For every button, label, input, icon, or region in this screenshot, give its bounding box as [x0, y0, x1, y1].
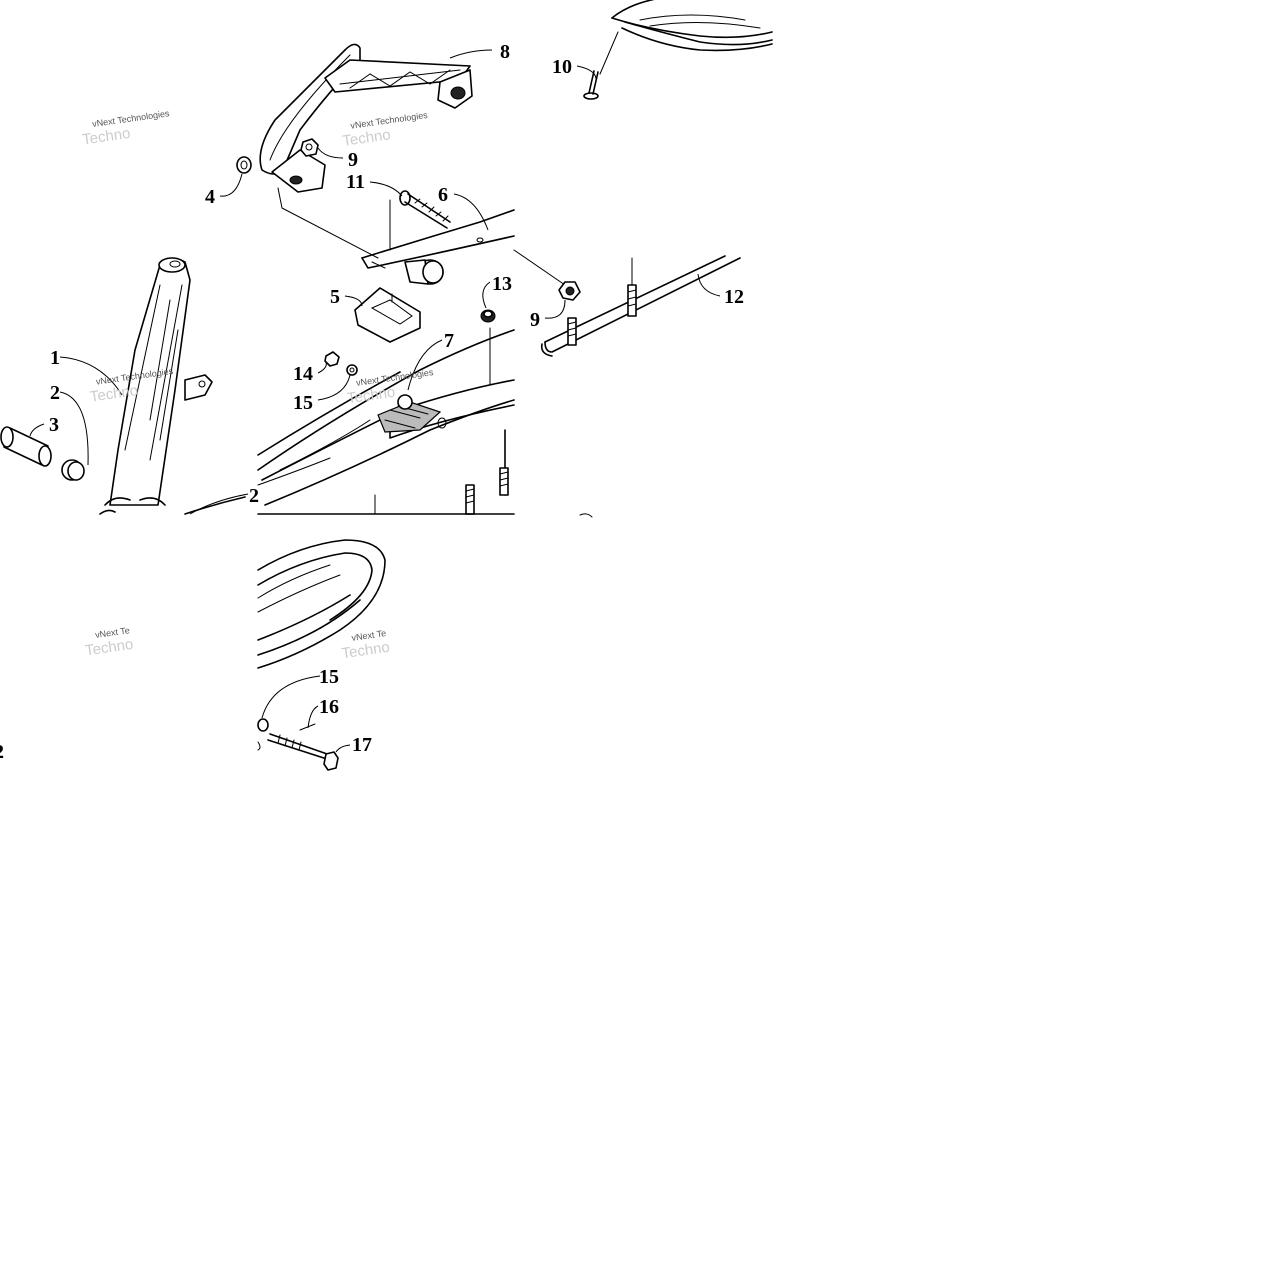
nut-13 [480, 309, 496, 386]
watermark-text: vNext Te [351, 628, 387, 643]
callout-3: 3 [49, 414, 59, 436]
ski-front-section [361, 209, 515, 269]
watermark-faded: Techno [346, 384, 396, 408]
nut-14 [324, 351, 340, 367]
spindle-1 [99, 257, 246, 515]
bushing-2 [61, 459, 85, 481]
callout-2c: 2 [0, 741, 4, 763]
watermark-logo: Techno vNext Technologies [81, 108, 171, 149]
callout-12: 12 [724, 286, 744, 308]
watermark-faded: Techno [84, 636, 134, 660]
callout-13: 13 [492, 273, 512, 295]
callout-17: 17 [352, 734, 372, 756]
callout-8: 8 [500, 41, 510, 63]
bolt-17 [257, 718, 339, 771]
wear-bar-12 [513, 249, 741, 518]
callout-15: 15 [293, 392, 313, 414]
watermark-logo: Techno vNext Technologies [346, 367, 434, 408]
watermark-faded: Techno [89, 382, 139, 406]
watermark-logo: Techno vNext Te [341, 628, 391, 663]
ski-tip-top [611, 0, 773, 52]
saddle-5 [354, 287, 421, 343]
nut-9-top [300, 138, 319, 157]
callout-5: 5 [330, 286, 340, 308]
watermark-faded: Techno [81, 125, 131, 149]
watermark-logo: Techno vNext Te [84, 625, 134, 660]
callout-9: 9 [348, 149, 358, 171]
watermark-logo: Techno vNext Technologies [341, 110, 428, 150]
ski-tip-bottom [257, 539, 386, 669]
callout-14: 14 [293, 363, 313, 385]
callout-7: 7 [444, 330, 454, 352]
watermark-faded: Techno [341, 126, 391, 150]
callout-2b: 2 [249, 485, 259, 507]
leader-lines [29, 49, 721, 753]
callout-9b: 9 [530, 309, 540, 331]
callout-4: 4 [205, 186, 215, 208]
tube-3 [0, 426, 52, 467]
watermark-faded: Techno [341, 639, 391, 663]
bushing-4 [236, 156, 252, 174]
bushing-center [404, 259, 444, 285]
callout-1: 1 [50, 347, 60, 369]
callout-16: 16 [319, 696, 339, 718]
callout-2: 2 [50, 382, 60, 404]
callout-11: 11 [346, 171, 365, 193]
ski-body [257, 329, 515, 515]
bolt-10 [583, 31, 619, 100]
callout-15b: 15 [319, 666, 339, 688]
watermarks: Techno vNext Technologies Techno vNext T… [81, 108, 434, 663]
callout-6: 6 [438, 184, 448, 206]
callout-labels: 8 10 9 11 4 6 13 12 9 5 1 7 2 14 3 15 2 … [0, 41, 744, 763]
watermark-text: vNext Technologies [92, 108, 171, 129]
watermark-text: vNext Te [94, 625, 130, 640]
washer-15 [346, 364, 358, 376]
ski-handle-8 [259, 43, 473, 193]
bolt-11 [399, 190, 451, 229]
callout-10: 10 [552, 56, 572, 78]
